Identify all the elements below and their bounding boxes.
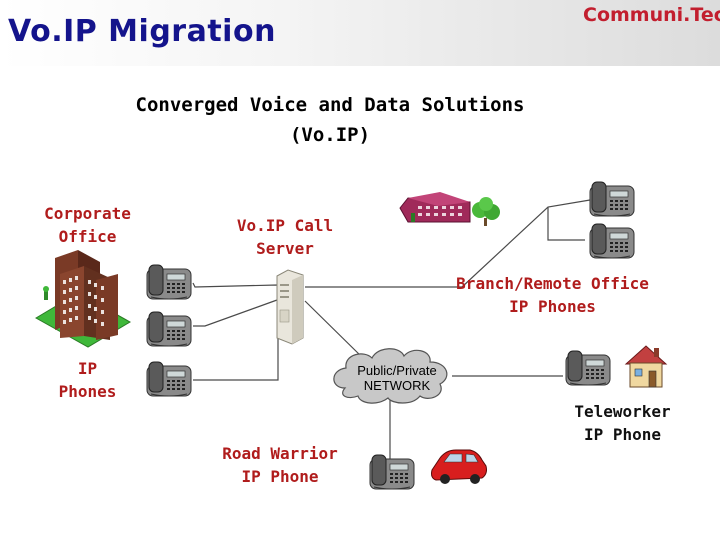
ip-phone-icon <box>369 454 415 490</box>
ip-phone-icon <box>146 264 192 300</box>
office-building-icon <box>34 250 132 348</box>
branch-building-icon <box>399 192 500 226</box>
label-corporate-office: Corporate Office <box>25 202 150 248</box>
label-line: Road Warrior <box>222 444 338 463</box>
label-voip-server: Vo.IP Call Server <box>220 214 350 260</box>
diagram-subtitle: Converged Voice and Data Solutions (Vo.I… <box>60 90 600 150</box>
ip-phone-icon <box>146 361 192 397</box>
ip-phone-icon <box>565 350 611 386</box>
label-network: Public/Private NETWORK <box>342 363 452 393</box>
label-road-warrior: Road Warrior IP Phone <box>200 442 360 488</box>
label-line: Server <box>256 239 314 258</box>
label-line: Corporate <box>44 204 131 223</box>
label-line: IP Phones <box>509 297 596 316</box>
car-icon <box>431 449 487 484</box>
brand-logo: Communi.Tech <box>583 4 720 26</box>
page-title: Vo.IP Migration <box>8 14 276 49</box>
ip-phone-icon <box>146 311 192 347</box>
server-icon <box>276 269 304 345</box>
label-line: IP <box>77 359 98 378</box>
cloud-icon <box>333 348 448 404</box>
label-branch-office: Branch/Remote Office IP Phones <box>430 272 675 318</box>
label-line: Office <box>58 227 117 246</box>
house-icon <box>624 345 668 388</box>
label-line: Public/Private <box>357 363 437 378</box>
ip-phone-icon <box>589 223 635 259</box>
ip-phone-icon <box>589 181 635 217</box>
label-ip-phones: IP Phones <box>35 357 140 403</box>
label-line: Teleworker <box>574 402 671 421</box>
header-bar: Vo.IP Migration Communi.Tech <box>0 0 720 66</box>
subtitle-line2: (Vo.IP) <box>289 124 371 146</box>
label-line: Vo.IP Call <box>236 216 334 235</box>
label-line: IP Phone <box>241 467 319 486</box>
label-line: NETWORK <box>363 378 431 393</box>
label-line: Phones <box>58 382 117 401</box>
label-line: Branch/Remote Office <box>456 274 649 293</box>
label-line: IP Phone <box>583 425 662 444</box>
subtitle-line1: Converged Voice and Data Solutions <box>135 94 525 116</box>
label-teleworker: Teleworker IP Phone <box>555 400 690 446</box>
